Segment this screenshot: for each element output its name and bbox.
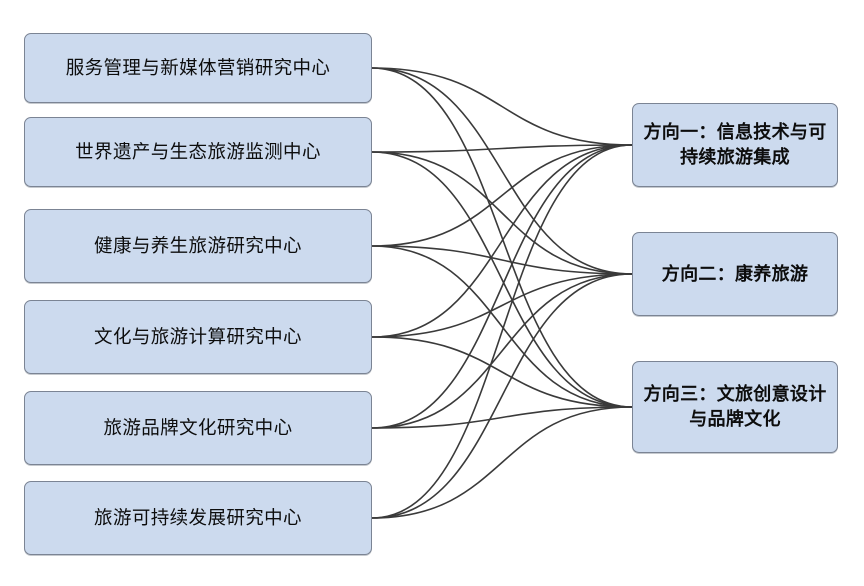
- connector-edge: [371, 245, 633, 408]
- connector-edge: [371, 273, 633, 338]
- connector-edge: [371, 245, 633, 275]
- research-center-node[interactable]: 旅游品牌文化研究中心: [24, 391, 372, 465]
- connector-edge: [371, 67, 633, 275]
- research-center-node[interactable]: 旅游可持续发展研究中心: [24, 481, 372, 555]
- research-center-label: 世界遗产与生态旅游监测中心: [75, 141, 321, 163]
- connector-edge: [371, 144, 633, 519]
- research-center-label: 健康与养生旅游研究中心: [94, 235, 302, 257]
- research-center-node[interactable]: 世界遗产与生态旅游监测中心: [24, 117, 372, 187]
- research-center-label: 旅游可持续发展研究中心: [94, 507, 302, 529]
- connector-edge: [371, 406, 633, 519]
- connector-edge: [371, 67, 633, 408]
- research-direction-label: 方向二：康养旅游: [661, 263, 809, 284]
- connector-edge: [371, 144, 633, 247]
- research-direction-node[interactable]: 方向一：信息技术与可 持续旅游集成: [632, 103, 838, 187]
- research-direction-label: 方向一：信息技术与可 持续旅游集成: [643, 122, 827, 167]
- research-direction-label: 方向三：文旅创意设计 与品牌文化: [643, 384, 827, 429]
- connector-edge: [371, 144, 633, 429]
- connector-edge: [371, 273, 633, 429]
- research-direction-node[interactable]: 方向三：文旅创意设计 与品牌文化: [632, 361, 838, 453]
- connector-edge: [371, 144, 633, 338]
- research-center-node[interactable]: 文化与旅游计算研究中心: [24, 300, 372, 374]
- connector-edge: [371, 144, 633, 153]
- connector-edge: [371, 151, 633, 275]
- connector-edge: [371, 273, 633, 519]
- connector-edge: [371, 406, 633, 429]
- research-center-node[interactable]: 健康与养生旅游研究中心: [24, 209, 372, 283]
- research-center-label: 旅游品牌文化研究中心: [103, 417, 293, 439]
- research-center-node[interactable]: 服务管理与新媒体营销研究中心: [24, 33, 372, 103]
- research-center-label: 文化与旅游计算研究中心: [94, 326, 302, 348]
- research-center-label: 服务管理与新媒体营销研究中心: [65, 57, 331, 79]
- research-direction-node[interactable]: 方向二：康养旅游: [632, 232, 838, 316]
- connector-edge: [371, 336, 633, 408]
- connector-edge: [371, 67, 633, 146]
- connector-edge: [371, 151, 633, 408]
